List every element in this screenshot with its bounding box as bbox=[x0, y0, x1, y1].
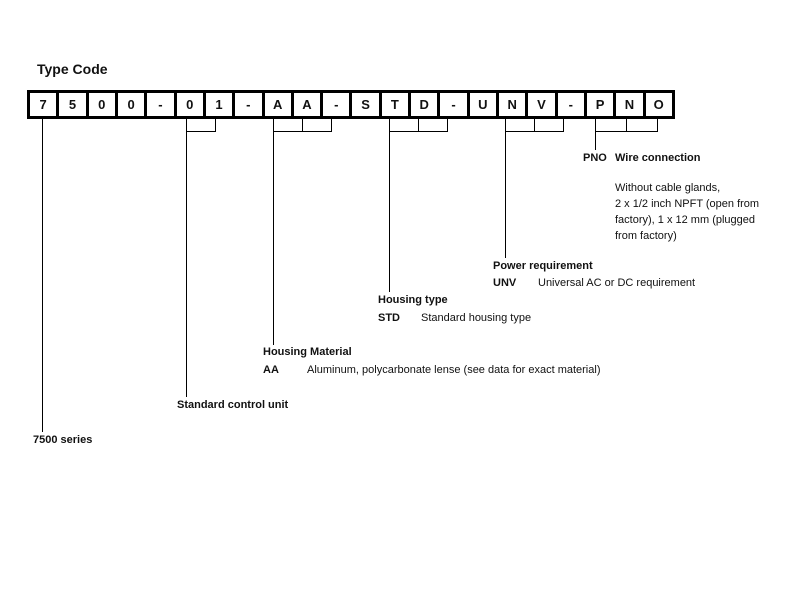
code-char-box: - bbox=[147, 93, 174, 116]
code-char-box: D bbox=[411, 93, 438, 116]
wire-heading: Wire connection bbox=[615, 152, 701, 164]
wire-code: PNO bbox=[583, 152, 607, 164]
wire-line: 2 x 1/2 inch NPFT (open from bbox=[615, 198, 760, 210]
housing-type-heading: Housing type bbox=[378, 294, 448, 306]
code-char-box: S bbox=[352, 93, 379, 116]
housing-material-heading: Housing Material bbox=[263, 346, 352, 358]
code-char-box: N bbox=[616, 93, 643, 116]
code-char-box: T bbox=[381, 93, 409, 116]
code-char-box: P bbox=[586, 93, 614, 116]
housing-type-desc: Standard housing type bbox=[421, 312, 532, 324]
wire-line: factory), 1 x 12 mm (plugged bbox=[615, 214, 756, 226]
control-bracket bbox=[186, 116, 216, 397]
housing-material-code: AA bbox=[263, 364, 279, 376]
code-char-box: - bbox=[323, 93, 350, 116]
code-char-box: - bbox=[235, 93, 262, 116]
series-heading: 7500 series bbox=[33, 434, 93, 446]
code-char-box: 0 bbox=[176, 93, 203, 116]
wire-bracket bbox=[595, 116, 658, 150]
housing-type-code: STD bbox=[378, 312, 400, 324]
housing-type-bracket bbox=[389, 116, 448, 292]
page-title: Type Code bbox=[37, 61, 108, 77]
code-char-box: A bbox=[293, 93, 321, 116]
wire-line: Without cable glands, bbox=[615, 182, 721, 194]
control-heading: Standard control unit bbox=[177, 399, 289, 411]
code-char-box: - bbox=[557, 93, 584, 116]
code-char-box: 5 bbox=[59, 93, 86, 116]
code-char-box: V bbox=[528, 93, 555, 116]
code-char-box: N bbox=[499, 93, 526, 116]
housing-material-desc: Aluminum, polycarbonate lense (see data … bbox=[307, 364, 601, 376]
code-char-box: A bbox=[264, 93, 291, 116]
code-char-box: 0 bbox=[88, 93, 115, 116]
power-code: UNV bbox=[493, 277, 517, 289]
code-char-box: 7 bbox=[30, 93, 57, 116]
wire-description: Without cable glands, 2 x 1/2 inch NPFT … bbox=[615, 180, 759, 244]
code-char-box: U bbox=[469, 93, 496, 116]
code-char-box: 0 bbox=[117, 93, 145, 116]
code-char-box: O bbox=[645, 93, 672, 116]
wire-line: from factory) bbox=[615, 230, 677, 242]
power-bracket bbox=[505, 116, 564, 258]
power-heading: Power requirement bbox=[493, 260, 593, 272]
code-char-box: - bbox=[440, 93, 467, 116]
power-desc: Universal AC or DC requirement bbox=[538, 277, 696, 289]
code-char-box: 1 bbox=[205, 93, 233, 116]
material-bracket bbox=[273, 116, 332, 345]
